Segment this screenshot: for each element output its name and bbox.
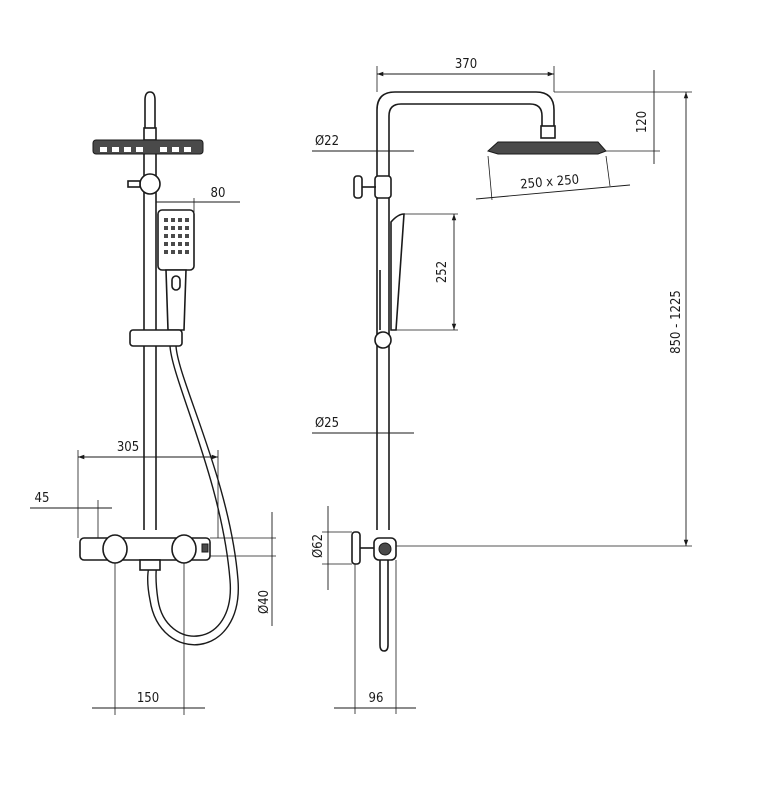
front-diverter-knob <box>139 173 161 195</box>
front-mixer-indicator <box>201 543 209 553</box>
front-riser-top <box>144 91 156 140</box>
dim-label-252: 252 <box>435 261 450 283</box>
side-dimensions: 370 120 Ø22 250 x 250 252 Ø25 850 - 1225… <box>311 57 692 714</box>
front-shower-head-nozzles <box>100 147 191 152</box>
dim-label-250: 250 x 250 <box>520 172 580 192</box>
front-mixer-left-handle <box>102 534 128 564</box>
front-hose-inner <box>155 345 231 637</box>
side-diverter-knob <box>353 175 363 199</box>
front-mixer-right-handle <box>171 534 197 564</box>
front-handshower-handle <box>165 269 187 331</box>
dim-label-305: 305 <box>117 440 139 455</box>
dim-label-o25: Ø25 <box>315 416 339 431</box>
front-dimensions: 80 305 45 150 Ø40 <box>30 186 276 715</box>
dim-label-o22: Ø22 <box>315 134 339 149</box>
side-mixer-knob <box>351 531 361 565</box>
front-handshower-nozzles <box>164 218 189 254</box>
dim-label-total: 850 - 1225 <box>669 290 684 354</box>
dim-label-80: 80 <box>211 186 226 201</box>
side-shower-head <box>487 141 607 155</box>
dim-label-o40: Ø40 <box>257 590 272 614</box>
dim-label-96: 96 <box>369 691 384 706</box>
side-view <box>351 91 607 652</box>
front-hose-outer <box>147 345 239 646</box>
front-diverter-lever <box>127 180 141 188</box>
front-slider-holder <box>129 329 183 347</box>
side-head-connector <box>540 125 556 139</box>
side-mixer-nut <box>378 542 392 556</box>
side-handshower <box>390 213 405 331</box>
side-diverter-body <box>374 175 392 199</box>
side-mixer-outlet <box>379 560 389 652</box>
dim-label-o62: Ø62 <box>311 534 326 558</box>
front-handshower-button <box>171 275 181 291</box>
dim-label-370: 370 <box>455 57 477 72</box>
side-arm-inner <box>388 103 543 530</box>
front-mixer-outlet <box>139 559 161 571</box>
front-head-connector <box>143 127 157 141</box>
dim-label-150: 150 <box>137 691 159 706</box>
side-arm-outer <box>376 91 555 530</box>
front-view <box>79 91 239 646</box>
dim-line-250 <box>475 184 631 200</box>
dim-label-45: 45 <box>35 491 50 506</box>
side-slider-holder <box>374 331 392 349</box>
dim-label-120: 120 <box>635 111 650 133</box>
